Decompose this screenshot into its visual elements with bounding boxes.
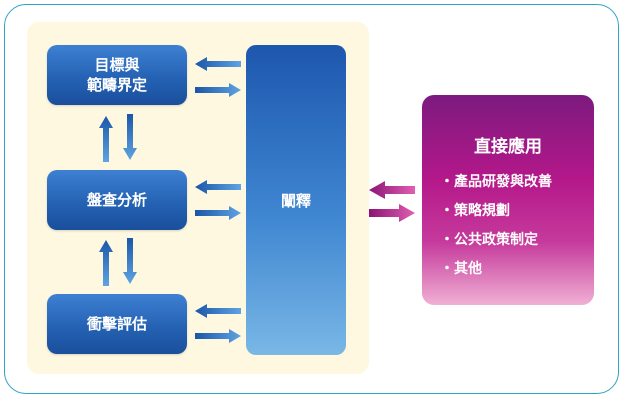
stage-goal-scope-line-1: 目標與	[94, 56, 140, 74]
application-item: ・產品研發與改善	[440, 168, 594, 197]
application-item-label: 策略規劃	[454, 203, 510, 219]
arrow-right-icon	[369, 204, 415, 222]
bullet-dot: ・	[440, 203, 454, 219]
application-item: ・其他	[440, 255, 594, 284]
arrow-left-icon	[195, 304, 241, 318]
arrow-right-icon	[195, 83, 241, 97]
application-item-label: 公共政策制定	[454, 232, 538, 248]
bullet-dot: ・	[440, 261, 454, 277]
interpretation-label: 闡釋	[280, 191, 311, 210]
application-item: ・公共政策制定	[440, 226, 594, 255]
arrow-left-icon	[195, 57, 241, 71]
stage-inventory-analysis: 盤查分析	[47, 170, 187, 230]
arrow-left-icon	[369, 181, 415, 199]
stage-inventory-analysis-label: 盤查分析	[86, 191, 147, 209]
stage-impact-assessment-label: 衝擊評估	[86, 315, 147, 333]
application-list: ・產品研發與改善 ・策略規劃 ・公共政策制定 ・其他	[422, 168, 594, 284]
interpretation-box: 闡釋	[246, 45, 346, 355]
direct-application-title: 直接應用	[474, 137, 542, 157]
bullet-dot: ・	[440, 232, 454, 248]
arrow-right-icon	[195, 329, 241, 343]
stage-goal-scope: 目標與 範疇界定	[47, 45, 187, 105]
bullet-dot: ・	[440, 174, 454, 190]
arrow-up-icon	[99, 116, 113, 162]
arrow-left-icon	[195, 180, 241, 194]
direct-application-box: 直接應用 ・產品研發與改善 ・策略規劃 ・公共政策制定 ・其他	[422, 95, 594, 305]
arrow-down-icon	[123, 238, 137, 284]
arrow-up-icon	[99, 240, 113, 286]
arrow-right-icon	[195, 206, 241, 220]
stage-goal-scope-line-2: 範疇界定	[86, 76, 147, 94]
application-item-label: 產品研發與改善	[454, 174, 552, 190]
arrow-down-icon	[123, 114, 137, 160]
application-item-label: 其他	[454, 261, 482, 277]
stage-impact-assessment: 衝擊評估	[47, 294, 187, 354]
application-item: ・策略規劃	[440, 197, 594, 226]
